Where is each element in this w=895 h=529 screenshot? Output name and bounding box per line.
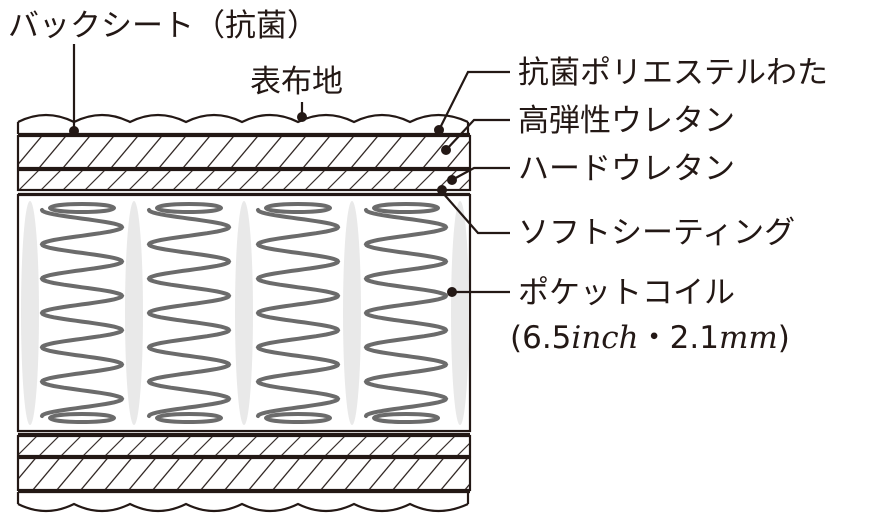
coil-spring-end — [155, 202, 223, 214]
surface-fabric-top — [17, 113, 469, 124]
coil-spring-end — [372, 202, 440, 214]
label-back-sheet: バックシート（抗菌） — [8, 8, 318, 44]
surface-fabric-bottom — [17, 502, 469, 513]
leader-antibacterial-polyester — [434, 70, 510, 135]
leader-back-sheet — [69, 44, 79, 136]
label-soft-sheeting: ソフトシーティング — [518, 215, 795, 251]
bottom-high-resilience-urethane-layer — [16, 456, 472, 492]
coil-spring — [146, 208, 232, 418]
high-resilience-urethane-layer — [16, 134, 472, 170]
spec-mid: ・2.1 — [639, 320, 719, 356]
pocket-separators — [21, 201, 469, 425]
hard-urethane-layer — [16, 168, 472, 192]
label-pocket-coil: ポケットコイル — [518, 275, 735, 311]
label-hard-urethane: ハードウレタン — [518, 151, 735, 187]
spec-open: (6.5 — [510, 320, 571, 356]
coil-spring — [39, 208, 125, 418]
coil-spring — [363, 208, 449, 418]
leader-pocket-coil — [447, 287, 510, 297]
coil-spring-end — [48, 412, 116, 424]
leader-soft-sheeting — [437, 185, 510, 235]
label-pocket-coil-spec: (6.5inch・2.1mm) — [510, 320, 790, 356]
leader-high-resilience-urethane — [441, 118, 510, 155]
spec-unit-inch: inch — [571, 320, 638, 356]
label-surface-fabric: 表布地 — [250, 64, 343, 100]
coil-spring — [255, 208, 341, 418]
coil-spring-end — [264, 412, 332, 424]
spec-unit-mm: mm — [719, 320, 778, 356]
coil-spring-end — [155, 412, 223, 424]
pocket-coil-springs — [39, 202, 449, 424]
label-high-resilience-urethane: 高弾性ウレタン — [518, 103, 735, 139]
coil-spring-end — [264, 202, 332, 214]
coil-spring-end — [372, 412, 440, 424]
leader-surface-fabric — [297, 102, 307, 122]
leader-hard-urethane — [447, 166, 510, 185]
spec-close: ) — [778, 320, 790, 356]
bottom-hard-urethane-layer — [16, 434, 472, 458]
label-antibacterial-polyester: 抗菌ポリエステルわた — [518, 55, 828, 91]
coil-spring-end — [48, 202, 116, 214]
